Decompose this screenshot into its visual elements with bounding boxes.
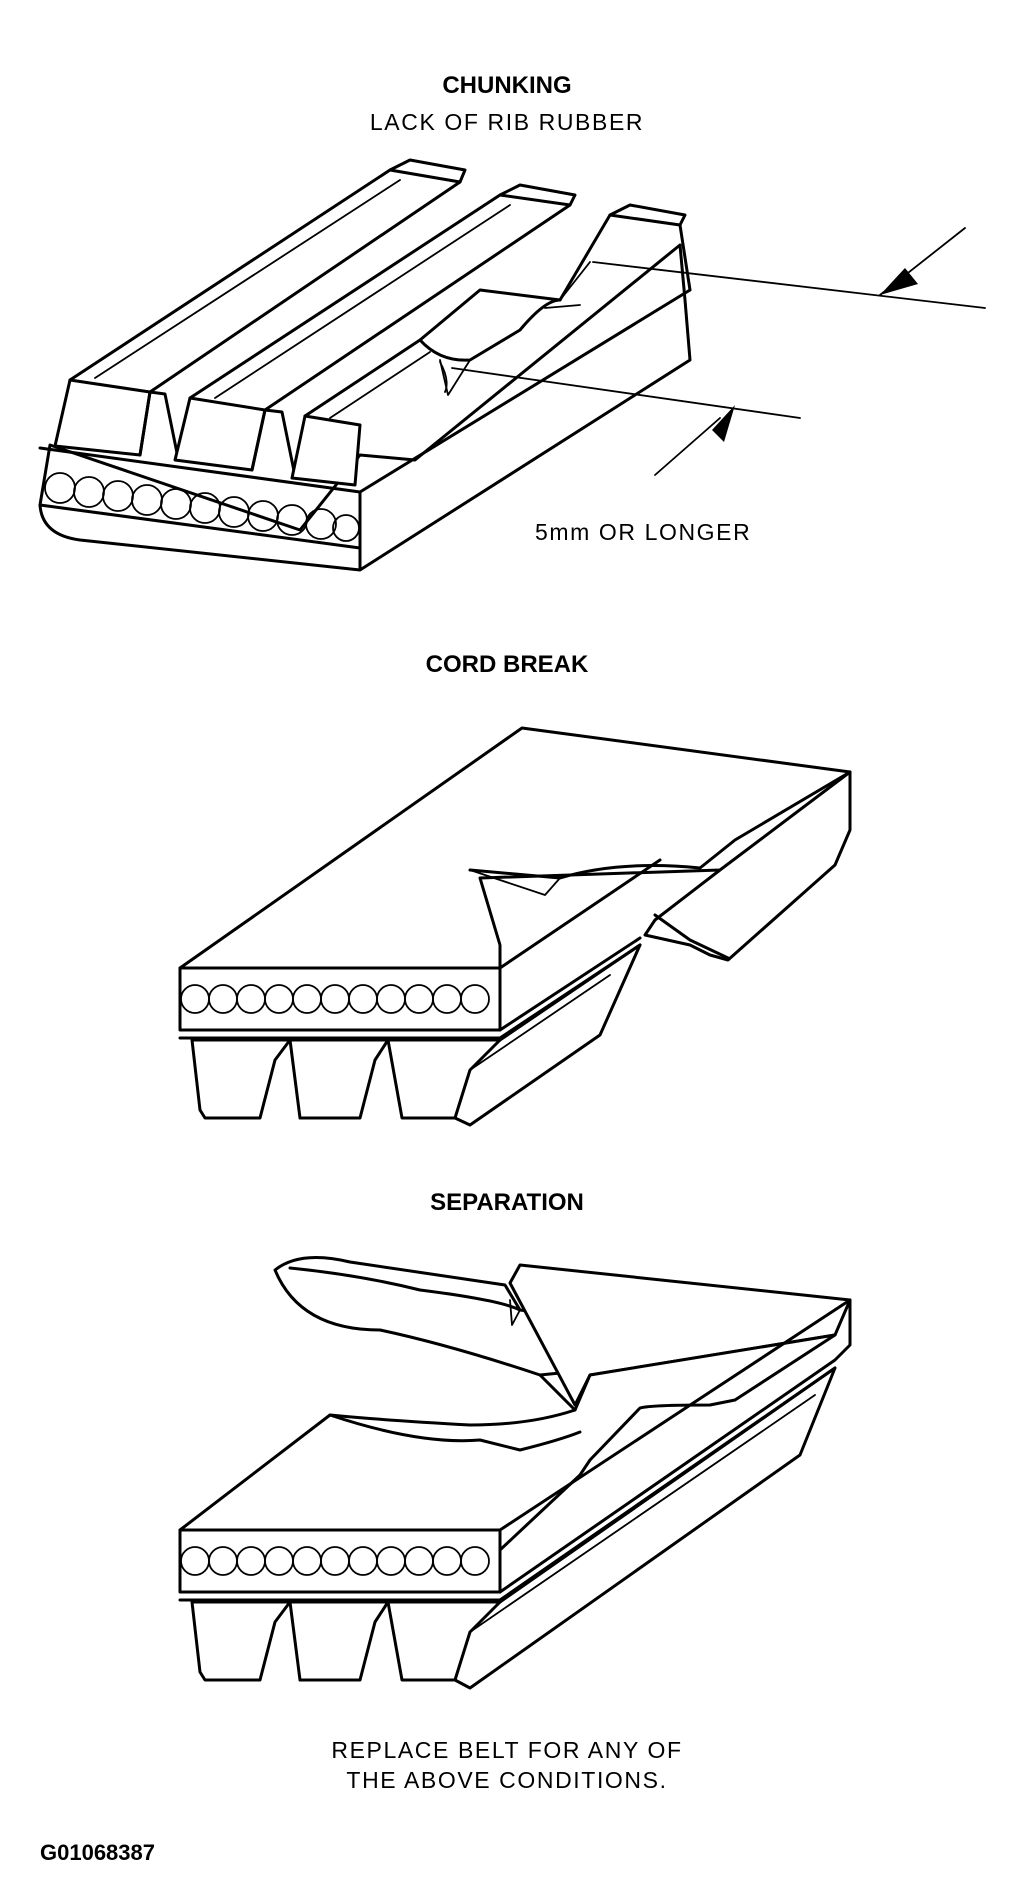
cord-circles	[180, 1546, 490, 1576]
chunking-dimension-arrows	[451, 227, 986, 476]
footer: REPLACE BELT FOR ANY OF THE ABOVE CONDIT…	[40, 1737, 682, 1865]
cord-break-title: CORD BREAK	[426, 651, 589, 678]
chunking-measurement-label: 5mm OR LONGER	[535, 519, 751, 545]
chunking-section: CHUNKING LACK OF RIB RUBBER	[38, 72, 986, 572]
chunking-title: CHUNKING	[442, 72, 571, 99]
cord-circles	[44, 472, 360, 542]
separation-section: SEPARATION	[178, 1189, 852, 1690]
cord-break-section: CORD BREAK	[178, 651, 852, 1127]
cord-circles	[180, 984, 490, 1014]
replace-note-line2: THE ABOVE CONDITIONS.	[346, 1767, 667, 1793]
chunking-belt-illustration	[38, 158, 692, 572]
separation-title: SEPARATION	[430, 1189, 584, 1216]
cord-break-belt-illustration	[178, 726, 852, 1127]
separation-belt-illustration	[178, 1256, 852, 1690]
chunking-subtitle: LACK OF RIB RUBBER	[370, 109, 644, 135]
figure-id: G01068387	[40, 1840, 155, 1865]
replace-note-line1: REPLACE BELT FOR ANY OF	[331, 1737, 682, 1763]
